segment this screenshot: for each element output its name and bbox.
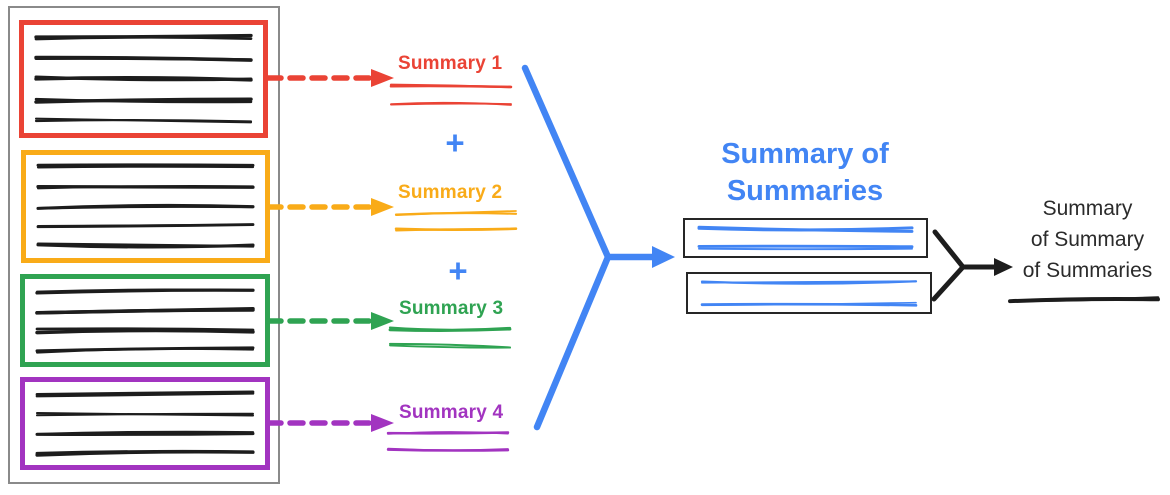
- dashed-arrow-icon-3: [265, 310, 398, 332]
- document-text-scribble: [34, 33, 253, 125]
- summary-2-label: Summary 2: [398, 182, 503, 203]
- document-box-1: [19, 20, 268, 138]
- document-text-scribble: [35, 390, 255, 457]
- summary-4-label: Summary 4: [399, 402, 504, 423]
- summary-1-scribble: [389, 82, 513, 107]
- summary-of-summaries-box-1: [683, 218, 928, 258]
- document-box-3: [20, 274, 270, 367]
- final-summary-label: Summary of Summary of Summaries: [1005, 193, 1170, 286]
- blue-text-scribble: [697, 225, 914, 251]
- final-summary-scribble: [1008, 291, 1160, 309]
- document-text-scribble: [35, 287, 255, 354]
- summary-of-summaries-title: Summary of Summaries: [688, 136, 922, 210]
- plus-sign-1: +: [445, 124, 465, 161]
- blue-text-scribble: [700, 279, 918, 307]
- document-box-2: [21, 150, 270, 263]
- plus-sign-2: +: [448, 252, 468, 289]
- document-text-scribble: [36, 163, 255, 250]
- summary-2-scribble: [394, 209, 518, 234]
- merge-arrow-black-icon: [928, 222, 1018, 312]
- document-box-4: [20, 377, 270, 470]
- dashed-arrow-icon-4: [265, 412, 398, 434]
- title-line-1: Summary of: [721, 138, 889, 170]
- final-label-line-2: of Summary: [1030, 228, 1145, 251]
- final-label-line-1: Summary: [1042, 197, 1133, 220]
- summary-4-scribble: [386, 429, 510, 454]
- final-label-line-3: of Summaries: [1022, 259, 1153, 282]
- dashed-arrow-icon-1: [265, 67, 398, 89]
- dashed-arrow-icon-2: [265, 196, 398, 218]
- summary-of-summaries-box-2: [686, 272, 932, 314]
- merge-arrow-blue-icon: [515, 58, 685, 438]
- title-line-2: Summaries: [726, 175, 884, 207]
- summary-1-label: Summary 1: [398, 53, 503, 74]
- summary-3-scribble: [388, 325, 512, 350]
- summary-3-label: Summary 3: [399, 298, 504, 319]
